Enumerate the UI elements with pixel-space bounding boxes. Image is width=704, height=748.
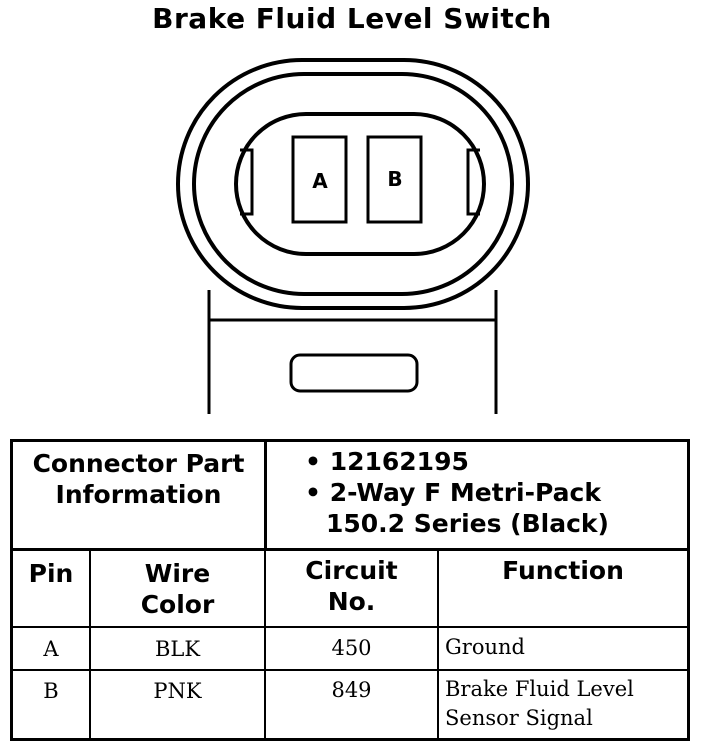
connector-body-outline	[207, 290, 498, 414]
bullet-glyph: •	[305, 478, 321, 507]
connector-middle-shell	[192, 72, 514, 296]
table-row-b-circuit: 849	[331, 678, 372, 702]
pin-cavity-b	[366, 135, 423, 224]
table-row-b-pin: B	[43, 679, 59, 703]
part-number-line: • 12162195	[305, 446, 685, 477]
table-row-a-circuit: 450	[331, 636, 372, 660]
part-type: 2-Way F Metri-Pack	[329, 478, 601, 507]
table-row-b-wire-color: PNK	[153, 679, 202, 703]
table-divider-pin	[89, 548, 91, 738]
connector-outer-shell	[176, 58, 530, 310]
connector-notch-right	[466, 148, 480, 216]
table-row-a-pin: A	[43, 637, 59, 661]
part-type-line: • 2-Way F Metri-Pack	[305, 477, 685, 508]
connector-info-table: Connector Part Information • 12162195 • …	[10, 439, 690, 741]
pin-cavity-a	[291, 135, 348, 224]
part-info-label-line1: Connector Part	[32, 449, 245, 478]
connector-inner-cavity	[234, 112, 486, 256]
table-divider-header	[13, 548, 687, 551]
part-info-label-line2: Information	[55, 480, 222, 509]
part-info-values: • 12162195 • 2-Way F Metri-Pack 150.2 Se…	[305, 446, 685, 539]
part-info-label: Connector Part Information	[13, 448, 264, 510]
pin-label-a: A	[312, 169, 328, 193]
table-divider-column-header	[13, 626, 687, 628]
table-divider-part-info	[264, 442, 267, 548]
bullet-glyph: •	[305, 447, 321, 476]
part-number: 12162195	[329, 447, 469, 476]
table-row-b-function-line1: Brake Fluid Level	[445, 677, 634, 701]
pin-label-b: B	[387, 167, 402, 191]
table-divider-row-a	[13, 669, 687, 671]
part-series: 150.2 Series (Black)	[326, 509, 609, 538]
connector-notch-left	[240, 148, 254, 216]
diagram-title: Brake Fluid Level Switch	[152, 2, 552, 35]
table-row-b-function: Brake Fluid Level Sensor Signal	[445, 675, 685, 733]
table-divider-circuit	[437, 548, 439, 738]
table-row-b-function-line2: Sensor Signal	[445, 706, 593, 730]
column-header-function: Function	[502, 556, 624, 585]
connector-diagram: A B	[176, 58, 530, 414]
table-divider-wire-color	[264, 548, 266, 738]
column-header-wire-color: Wire Color	[140, 559, 215, 619]
table-row-a-function: Ground	[445, 635, 525, 659]
table-row-a-wire-color: BLK	[154, 637, 201, 661]
column-header-pin: Pin	[28, 559, 74, 588]
part-series-line: 150.2 Series (Black)	[305, 508, 685, 539]
connector-release-tab	[289, 353, 419, 393]
column-header-circuit: Circuit No.	[305, 556, 398, 616]
